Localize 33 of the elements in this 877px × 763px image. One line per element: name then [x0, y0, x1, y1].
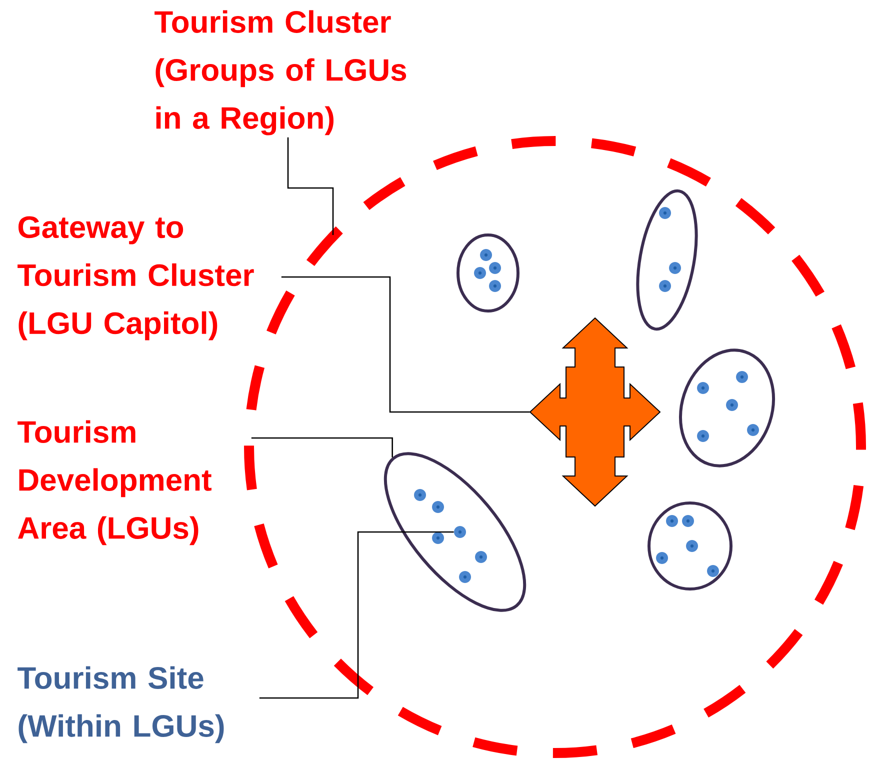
dot — [414, 489, 426, 501]
leader-line — [281, 276, 530, 413]
leader-line — [251, 437, 393, 458]
dot — [459, 571, 471, 583]
dot — [697, 382, 709, 394]
dot — [736, 371, 748, 383]
dot — [726, 399, 738, 411]
dot — [432, 532, 444, 544]
dot — [454, 526, 466, 538]
dot — [475, 551, 487, 563]
leader-line — [259, 531, 454, 699]
label-text: Tourism Development Area (LGUs) — [18, 420, 212, 546]
dot — [686, 540, 698, 552]
dot — [707, 565, 719, 577]
dot — [432, 501, 444, 513]
dot — [480, 249, 492, 261]
label-text: Gateway to Tourism Cluster (LGU Capitol) — [18, 216, 254, 340]
dot — [697, 430, 709, 442]
area-ellipse — [456, 234, 520, 312]
dot — [474, 267, 486, 279]
dot — [489, 280, 501, 292]
dot — [489, 262, 501, 274]
dot — [747, 424, 760, 436]
dot — [682, 515, 694, 527]
dot — [659, 280, 671, 292]
dot — [659, 207, 671, 219]
label-text: Tourism Site (Within LGUs) — [18, 666, 224, 744]
dot — [666, 515, 678, 527]
label-text: Tourism Cluster (Groups of LGUs in a Region) — [154, 10, 406, 136]
leader-line — [287, 137, 334, 235]
area-ellipse — [648, 502, 732, 590]
dot — [656, 552, 668, 564]
dot — [669, 262, 681, 274]
